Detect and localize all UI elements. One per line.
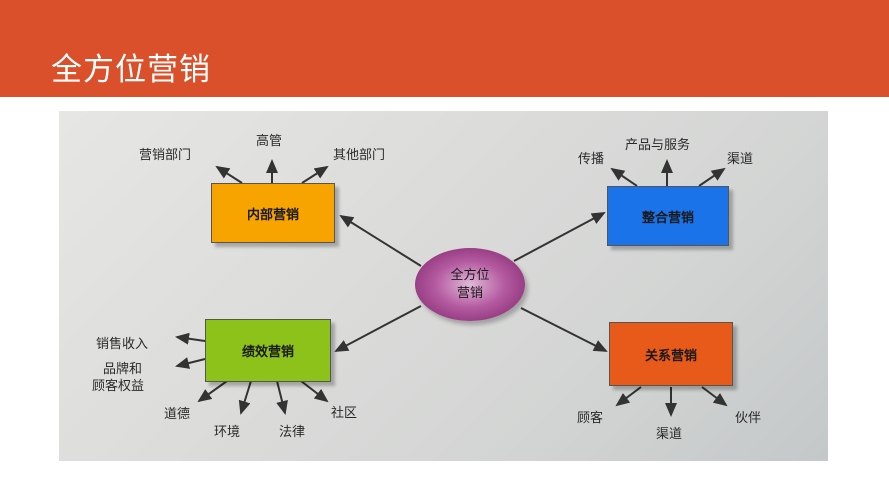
branch-label: 高管	[256, 134, 283, 149]
branch-label: 产品与服务	[625, 138, 691, 153]
diagram-photo: 内部营销 营销部门 高管 其他部门 整合营销 传播 产品与服务 渠道 全方位 营…	[59, 111, 828, 461]
branch-label: 其他部门	[333, 148, 386, 163]
node-label: 绩效营销	[241, 345, 294, 360]
slide-title: 全方位营销	[51, 52, 211, 88]
node-integrated-marketing: 整合营销	[607, 186, 729, 246]
branch-label: 法律	[279, 425, 306, 440]
branch-label: 传播	[578, 152, 605, 167]
branch-label: 伙伴	[735, 411, 762, 426]
node-label: 关系营销	[644, 348, 697, 364]
branch-label: 销售收入	[96, 337, 149, 352]
title-bar: 全方位营销	[0, 0, 889, 97]
branch-label: 顾客	[577, 411, 604, 426]
branch-label: 顾客权益	[92, 379, 145, 394]
node-label: 整合营销	[641, 210, 694, 226]
node-relationship-marketing: 关系营销	[609, 322, 733, 386]
branch-label: 品牌和	[103, 362, 143, 377]
center-label-line1: 全方位	[450, 267, 490, 283]
branch-label: 营销部门	[139, 148, 192, 163]
branch-label: 社区	[331, 406, 358, 421]
branch-label: 渠道	[656, 427, 683, 442]
branch-label: 环境	[214, 425, 241, 440]
center-node: 全方位 营销	[415, 248, 525, 321]
node-internal-marketing: 内部营销	[211, 183, 335, 243]
branch-label: 渠道	[727, 152, 754, 167]
center-label-line2: 营销	[456, 285, 483, 301]
node-label: 内部营销	[246, 207, 299, 223]
node-performance-marketing: 绩效营销	[205, 319, 331, 382]
branch-label: 道德	[164, 407, 191, 422]
connector-arrows	[175, 159, 728, 417]
